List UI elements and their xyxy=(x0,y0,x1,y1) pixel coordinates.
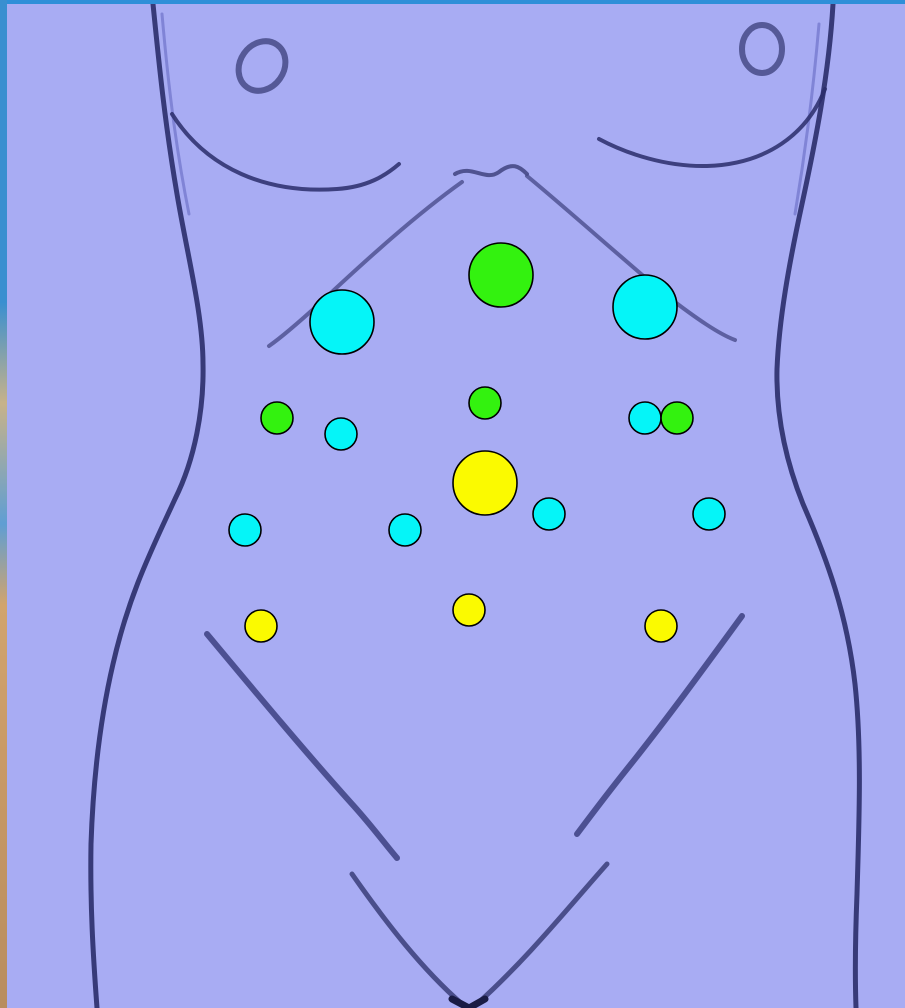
cyan-small-marker[interactable] xyxy=(389,514,421,546)
cyan-small-marker[interactable] xyxy=(325,418,357,450)
yellow-large-marker[interactable] xyxy=(453,451,517,515)
pubic-tip xyxy=(452,999,485,1008)
left-inguinal-line xyxy=(207,634,397,858)
yellow-small-marker[interactable] xyxy=(453,594,485,626)
cyan-large-marker[interactable] xyxy=(310,290,374,354)
yellow-small-marker[interactable] xyxy=(645,610,677,642)
right-breast-curve xyxy=(599,89,825,166)
pubic-right-line xyxy=(477,864,607,1004)
cyan-small-marker[interactable] xyxy=(229,514,261,546)
left-nipple xyxy=(229,32,295,100)
green-small-marker[interactable] xyxy=(261,402,293,434)
green-small-marker[interactable] xyxy=(661,402,693,434)
cyan-large-marker[interactable] xyxy=(613,275,677,339)
marker-layer xyxy=(229,243,725,642)
right-nipple xyxy=(742,25,782,73)
cyan-small-marker[interactable] xyxy=(693,498,725,530)
diagram-canvas xyxy=(7,4,905,1008)
torso-diagram xyxy=(7,4,905,1008)
green-small-marker[interactable] xyxy=(469,387,501,419)
green-large-marker[interactable] xyxy=(469,243,533,307)
left-body-contour xyxy=(91,4,203,1008)
yellow-small-marker[interactable] xyxy=(245,610,277,642)
right-body-contour xyxy=(777,4,859,1008)
left-edge-photo-strip xyxy=(0,0,7,1008)
cyan-small-marker[interactable] xyxy=(629,402,661,434)
pubic-left-line xyxy=(352,874,462,1004)
sternum-notch xyxy=(455,166,527,175)
right-inguinal-line xyxy=(577,616,742,834)
cyan-small-marker[interactable] xyxy=(533,498,565,530)
left-breast-curve xyxy=(172,114,399,190)
